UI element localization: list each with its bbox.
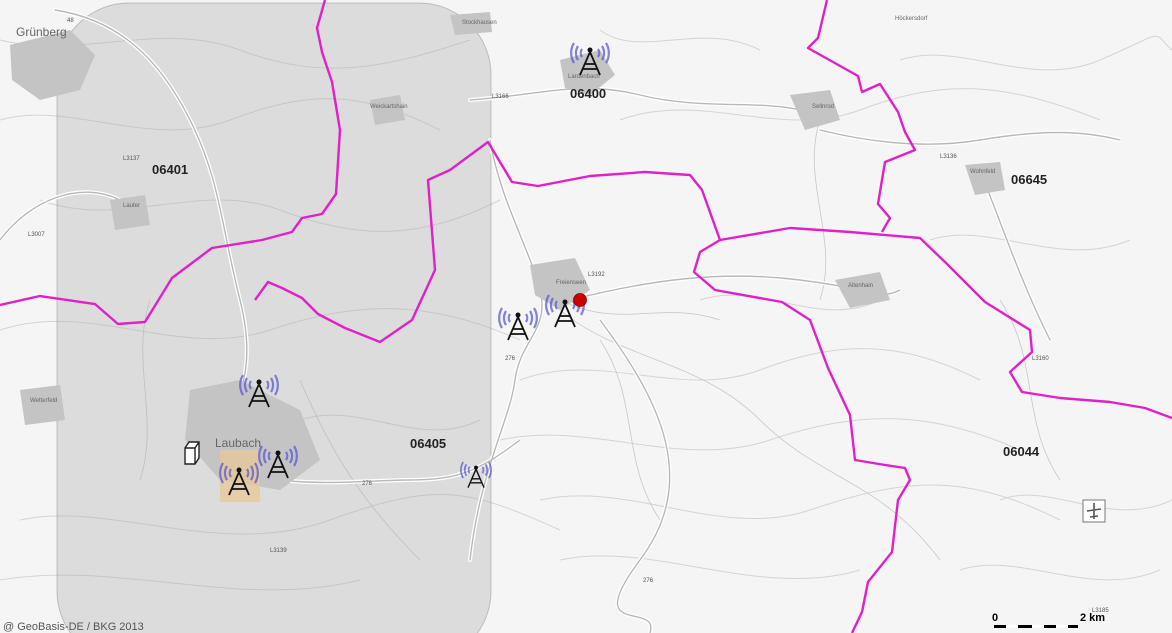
road-label: L3166 <box>492 94 509 100</box>
town-label-wohnfeld: Wohnfeld <box>970 169 995 175</box>
settlement-gruenberg <box>10 30 95 100</box>
town-label-gruenberg: Grünberg <box>16 25 67 39</box>
location-dot-icon[interactable] <box>573 293 587 307</box>
road-label: 276 <box>643 578 654 584</box>
settlement-stockhausen <box>450 12 492 35</box>
road-label: L3192 <box>588 272 605 278</box>
region-label-06645: 06645 <box>1011 172 1047 187</box>
scale-bar-segment <box>1056 625 1068 628</box>
road-label: L3137 <box>123 156 140 162</box>
scale-bar-segment <box>1032 625 1044 628</box>
terrain-contours <box>0 29 1172 591</box>
town-label-hoeckersdorf: Höckersdorf <box>895 16 928 22</box>
settlement-altenhain <box>835 272 890 308</box>
settlement-weickartshain <box>370 95 405 125</box>
settlement-sellnrod <box>790 90 840 130</box>
building-icon[interactable] <box>184 441 200 465</box>
road-label: L3136 <box>940 154 957 160</box>
town-label-altenhain: Altenhain <box>848 283 873 289</box>
settlement-lauter <box>110 195 150 230</box>
road-label: L3185 <box>1092 608 1109 614</box>
scale-bar-segment <box>1006 625 1018 628</box>
town-label-freienseen: Freienseen <box>556 280 586 286</box>
town-label-lardenbach: Lardenbach <box>568 74 600 80</box>
scale-end-label: 2 km <box>1080 612 1106 624</box>
road-label: 48 <box>67 18 74 24</box>
boundary-east <box>719 226 1172 420</box>
road-label: 276 <box>362 481 373 487</box>
settlement-wetterfeld <box>20 385 65 425</box>
map-attribution: @ GeoBasis-DE / BKG 2013 <box>3 621 144 633</box>
road-label: L3160 <box>1032 356 1049 362</box>
town-label-lauter: Lauter <box>123 203 140 209</box>
region-label-06044: 06044 <box>1003 444 1040 459</box>
scale-bar: 0 2 km <box>990 612 1110 632</box>
town-label-weickartshain: Weickartshain <box>370 104 408 110</box>
coverage-area <box>56 2 492 633</box>
road-label: L3139 <box>270 548 287 554</box>
town-label-laubach: Laubach <box>215 436 261 450</box>
road-label: L3007 <box>28 232 45 238</box>
scale-start-label: 0 <box>992 612 999 624</box>
town-label-sellnrod: Sellnrod <box>812 104 834 110</box>
region-label-06405: 06405 <box>410 436 446 451</box>
road-label: 276 <box>505 356 516 362</box>
settlement-areas <box>10 12 1005 490</box>
boundary-north-east <box>806 0 917 233</box>
settlement-laubach <box>185 380 320 490</box>
airport-icon[interactable] <box>1082 499 1106 523</box>
town-label-stockhausen: Stockhausen <box>462 20 497 26</box>
region-label-06400: 06400 <box>570 86 606 101</box>
settlement-wohnfeld <box>965 162 1005 195</box>
terrain-valleys <box>139 119 1061 561</box>
boundary-west <box>0 0 342 326</box>
region-label-06401: 06401 <box>152 162 188 177</box>
town-label-wetterfeld: Wetterfeld <box>30 398 57 404</box>
boundary-central <box>254 140 912 633</box>
